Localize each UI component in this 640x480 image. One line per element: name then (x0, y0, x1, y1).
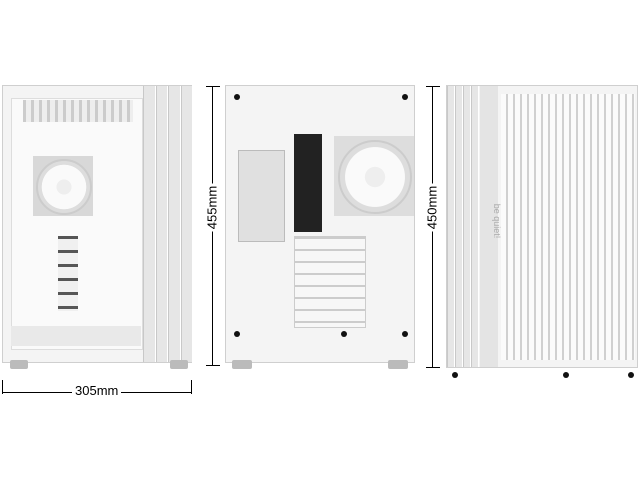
screw-hole (402, 94, 408, 100)
foot (563, 372, 569, 378)
dimension-tick (206, 365, 220, 366)
case-side-view (2, 85, 193, 363)
glass-panel (11, 98, 143, 350)
foot (628, 372, 634, 378)
foot (232, 360, 252, 369)
screw-hole (402, 331, 408, 337)
fan-icon (36, 159, 92, 215)
front-edge (143, 86, 193, 362)
internal-top-fan-area (23, 100, 133, 122)
foot (452, 372, 458, 378)
dimension-tick (206, 86, 220, 87)
dimension-tick (426, 367, 440, 368)
foot (388, 360, 408, 369)
height-front-label: 450mm (424, 183, 440, 232)
dimension-tick (191, 380, 192, 394)
front-edge-strip (480, 86, 498, 367)
expansion-slots (58, 236, 78, 311)
psu-bay (238, 150, 285, 242)
front-grille (501, 94, 635, 360)
screw-hole (234, 94, 240, 100)
foot (170, 360, 188, 369)
dimension-tick (2, 380, 3, 394)
io-shield (294, 134, 322, 232)
width-label: 305mm (72, 383, 122, 398)
dimension-tick (426, 86, 440, 87)
screw-hole (341, 331, 347, 337)
expansion-slots (294, 236, 366, 328)
screw-hole (234, 331, 240, 337)
bottom-panel (11, 326, 141, 346)
case-back-view (225, 85, 415, 363)
height-back-label: 455mm (204, 183, 220, 232)
case-front-view: be quiet! (446, 85, 638, 368)
rear-fan-icon (338, 140, 412, 214)
brand-logo: be quiet! (492, 203, 502, 239)
side-slats (447, 86, 479, 367)
foot (10, 360, 28, 369)
